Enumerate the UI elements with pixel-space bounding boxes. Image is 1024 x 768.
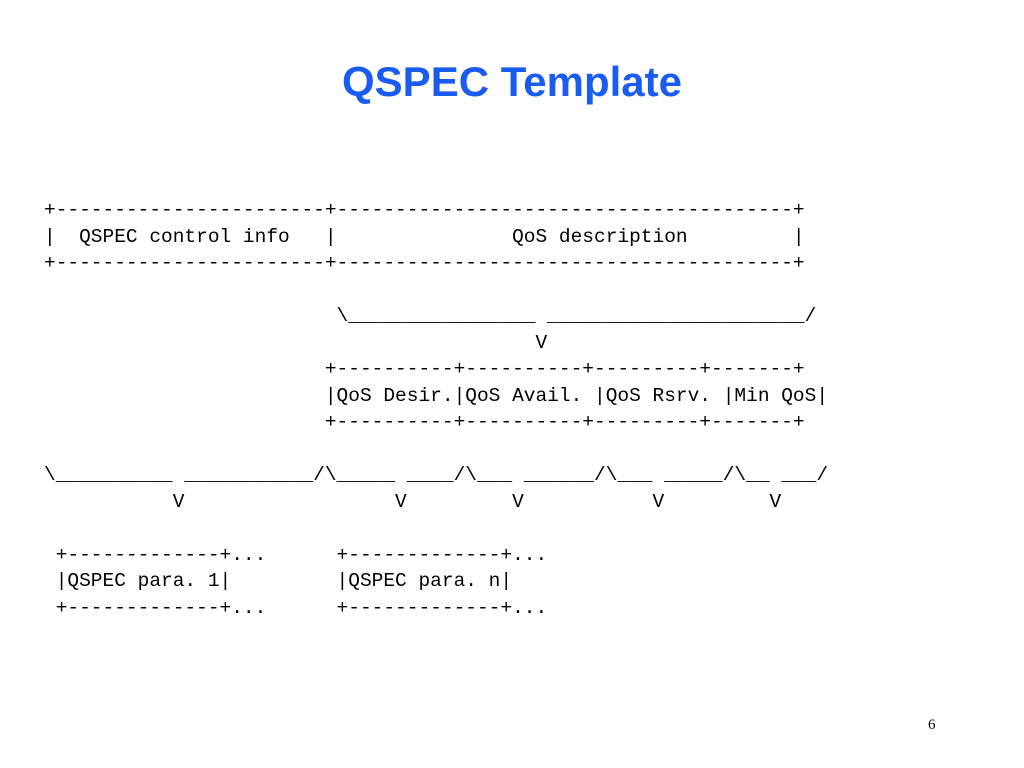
qspec-params-labels-line: |QSPEC para. 1| |QSPEC para. n| [44, 570, 513, 592]
qos-description-arrow-line: V [44, 331, 548, 354]
diagram-top-border-line: +-----------------------+---------------… [44, 199, 805, 221]
qos-objects-top-border-line: +----------+----------+---------+-------… [44, 358, 805, 380]
qos-description-brace-line: \________________ ______________________… [44, 305, 817, 327]
diagram-blank-line [44, 277, 828, 304]
slide-title: QSPEC Template [342, 58, 682, 105]
diagram-blank-line [44, 436, 828, 463]
qspec-params-top-border-line: +-------------+... +-------------+... [44, 543, 548, 566]
diagram-blank-line [44, 515, 828, 542]
page-number: 6 [928, 717, 936, 733]
parameter-arrows-line: V V V V V [44, 490, 782, 513]
qspec-template-diagram: +-----------------------+---------------… [44, 197, 828, 621]
qspec-params-bottom-border-line: +-------------+... +-------------+... [44, 596, 548, 619]
diagram-header-bottom-border-line: +-----------------------+---------------… [44, 252, 805, 274]
parameter-braces-line: \__________ ___________/\_____ ____/\___… [44, 464, 829, 486]
qos-objects-bottom-border-line: +----------+----------+---------+-------… [44, 411, 805, 433]
qos-objects-labels-line: |QoS Desir.|QoS Avail. |QoS Rsrv. |Min Q… [44, 384, 829, 407]
diagram-header-labels-line: | QSPEC control info | QoS description | [44, 225, 805, 248]
